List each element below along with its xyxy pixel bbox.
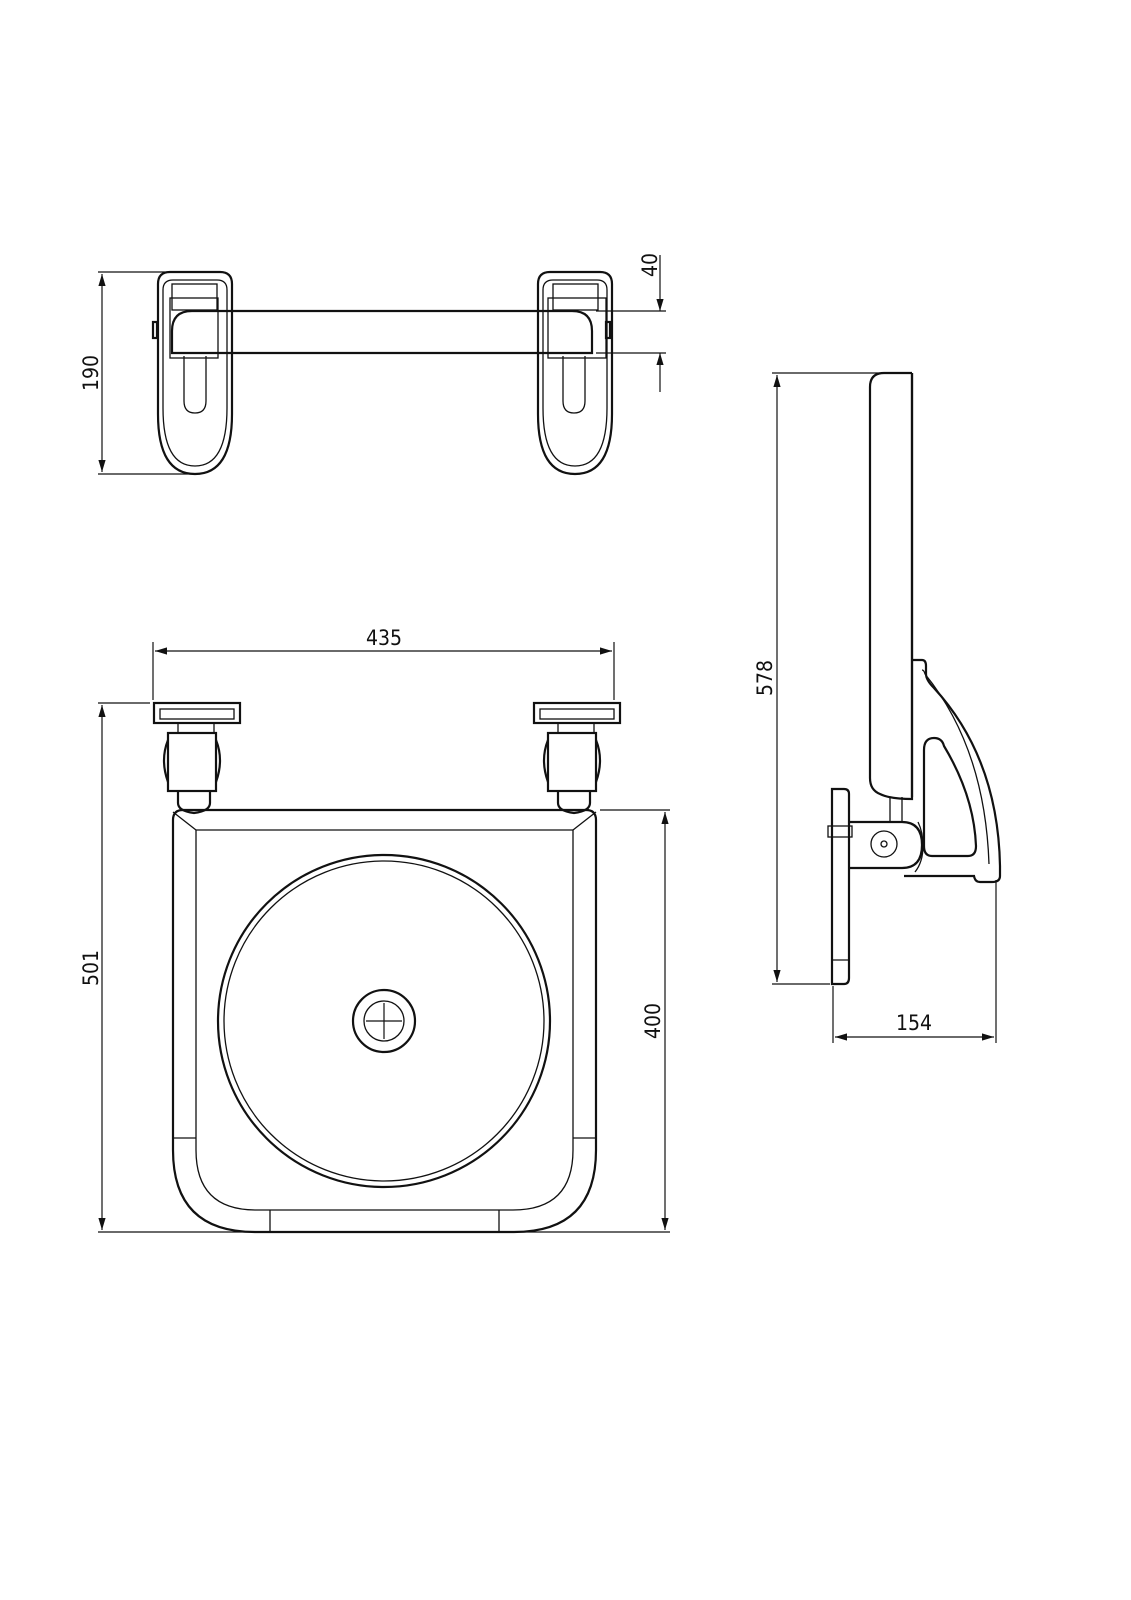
top-right-bracket xyxy=(536,270,614,476)
seat xyxy=(171,808,598,1234)
dim-400: 400 xyxy=(641,1003,665,1039)
seat-circle-outer xyxy=(216,853,552,1189)
dim-40: 40 xyxy=(638,253,662,277)
side-support-arm xyxy=(904,658,1002,884)
front-right-hinge xyxy=(532,701,622,815)
top-seat-bar xyxy=(170,309,594,355)
front-view: 435 501 400 xyxy=(79,626,670,1234)
side-hinge xyxy=(849,797,924,870)
front-left-hinge xyxy=(152,701,242,815)
dim-578: 578 xyxy=(753,660,777,696)
side-view: 578 154 xyxy=(753,371,1002,1043)
dim-435: 435 xyxy=(366,626,402,650)
top-left-bracket xyxy=(151,270,234,476)
drain-hole xyxy=(351,988,417,1054)
dim-154: 154 xyxy=(896,1011,932,1035)
dim-501: 501 xyxy=(79,950,103,986)
dim-190: 190 xyxy=(79,355,103,391)
side-seat xyxy=(868,371,914,801)
top-view: 190 40 xyxy=(79,253,666,476)
side-wall-plate xyxy=(827,787,853,986)
